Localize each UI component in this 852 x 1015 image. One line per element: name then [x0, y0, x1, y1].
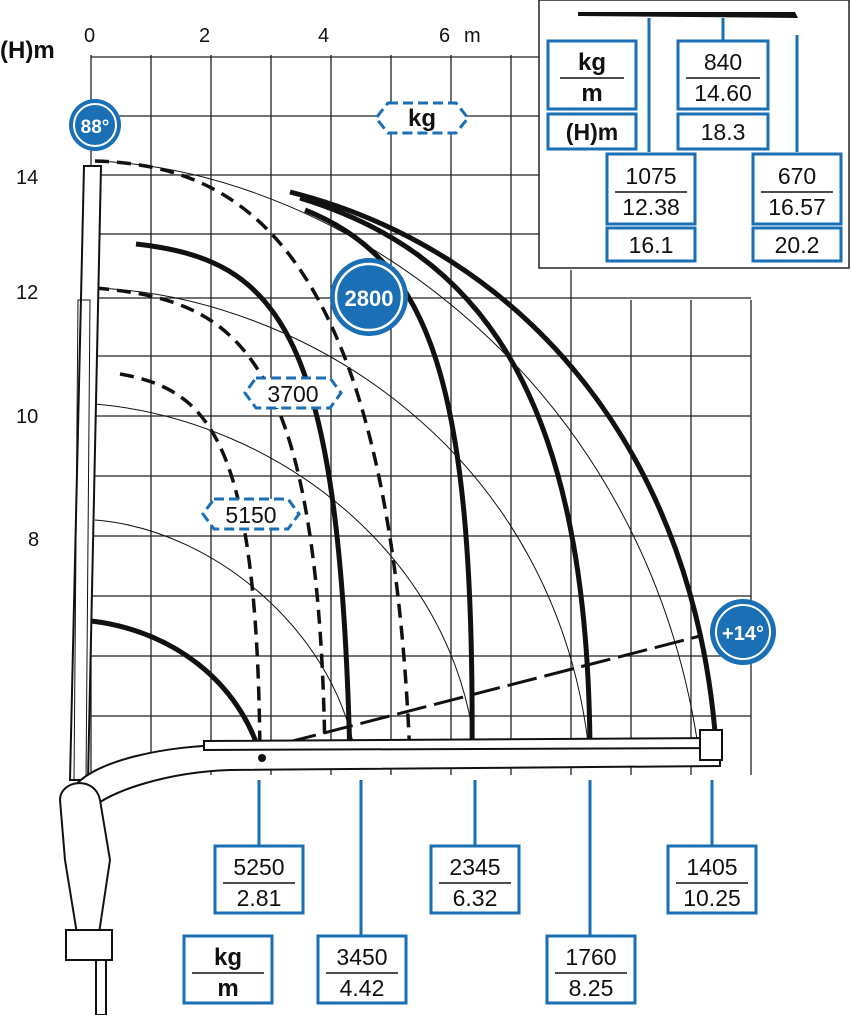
legend-670-kg: 670 [778, 163, 816, 189]
bottom-unit-kg: kg [214, 944, 242, 971]
capacity-badge-2800-label: 2800 [345, 286, 394, 311]
y-tick-12: 12 [16, 282, 38, 304]
dashed-load-curves [94, 159, 412, 761]
kg-tag: kg [374, 101, 470, 135]
bottom-2345-kg: 2345 [449, 854, 500, 880]
bottom-2345-m: 6.32 [453, 885, 498, 911]
angle-badge-88-label: 88° [81, 117, 110, 138]
bottom-5250-m: 2.81 [237, 885, 282, 911]
capacity-tag-3700: 3700 [243, 376, 343, 410]
bottom-1760-kg: 1760 [565, 944, 616, 970]
legend-840-kg: 840 [704, 49, 742, 75]
legend-boom-icon [578, 12, 798, 18]
angle-badge-88: 88° [69, 99, 121, 151]
bottom-3450-kg: 3450 [336, 944, 387, 970]
legend-1075-kg: 1075 [625, 163, 676, 189]
bottom-box-2345: 2345 6.32 [429, 844, 521, 915]
legend-height-label: (H)m [566, 119, 618, 145]
boom-hook-point [258, 754, 266, 762]
bottom-box-1405: 1405 10.25 [666, 844, 758, 915]
bottom-unit-m: m [217, 975, 238, 1002]
legend-unit-m: m [581, 80, 602, 107]
boom-angle-line [249, 634, 701, 754]
legend-1075-h: 16.1 [629, 232, 674, 258]
bottom-3450-m: 4.42 [340, 975, 385, 1001]
x-axis-unit: m [464, 25, 481, 47]
bottom-leader-lines [257, 780, 714, 936]
bottom-5250-kg: 5250 [233, 854, 284, 880]
legend-840-h: 18.3 [701, 119, 746, 145]
capacity-tag-3700-label: 3700 [267, 381, 318, 407]
x-tick-0: 0 [84, 25, 95, 47]
y-tick-8: 8 [28, 529, 39, 551]
bottom-1405-m: 10.25 [683, 885, 741, 911]
solid-load-curves [90, 189, 720, 761]
legend-1075-m: 12.38 [622, 194, 680, 220]
bottom-box-3450: 3450 4.42 [316, 934, 408, 1005]
bottom-box-1760: 1760 8.25 [545, 934, 637, 1005]
reach-arcs [94, 160, 701, 761]
crane-boom-drawing [58, 165, 723, 1015]
y-tick-10: 10 [16, 406, 38, 428]
y-tick-14: 14 [16, 167, 38, 189]
bottom-box-5250: 5250 2.81 [213, 844, 305, 915]
x-tick-4: 4 [318, 25, 329, 47]
angle-badge-14: +14° [710, 599, 776, 665]
bottom-unit-box: kg m [182, 934, 274, 1005]
legend-840-m: 14.60 [694, 80, 752, 106]
bottom-1405-kg: 1405 [686, 854, 737, 880]
bottom-1760-m: 8.25 [569, 975, 614, 1001]
capacity-badge-2800: 2800 [330, 258, 408, 336]
y-axis-title: (H)m [0, 37, 55, 64]
kg-tag-label: kg [408, 105, 436, 132]
x-tick-2: 2 [199, 25, 210, 47]
legend-670-m: 16.57 [768, 194, 826, 220]
capacity-tag-5150: 5150 [201, 497, 301, 531]
angle-badge-14-label: +14° [722, 623, 764, 645]
x-tick-6: 6 [439, 25, 450, 47]
legend-unit-kg: kg [578, 49, 606, 76]
legend-670-h: 20.2 [775, 232, 820, 258]
legend-panel: kg m (H)m 840 14.60 18.3 1075 12.38 16.1… [538, 0, 850, 269]
capacity-tag-5150-label: 5150 [225, 502, 276, 528]
